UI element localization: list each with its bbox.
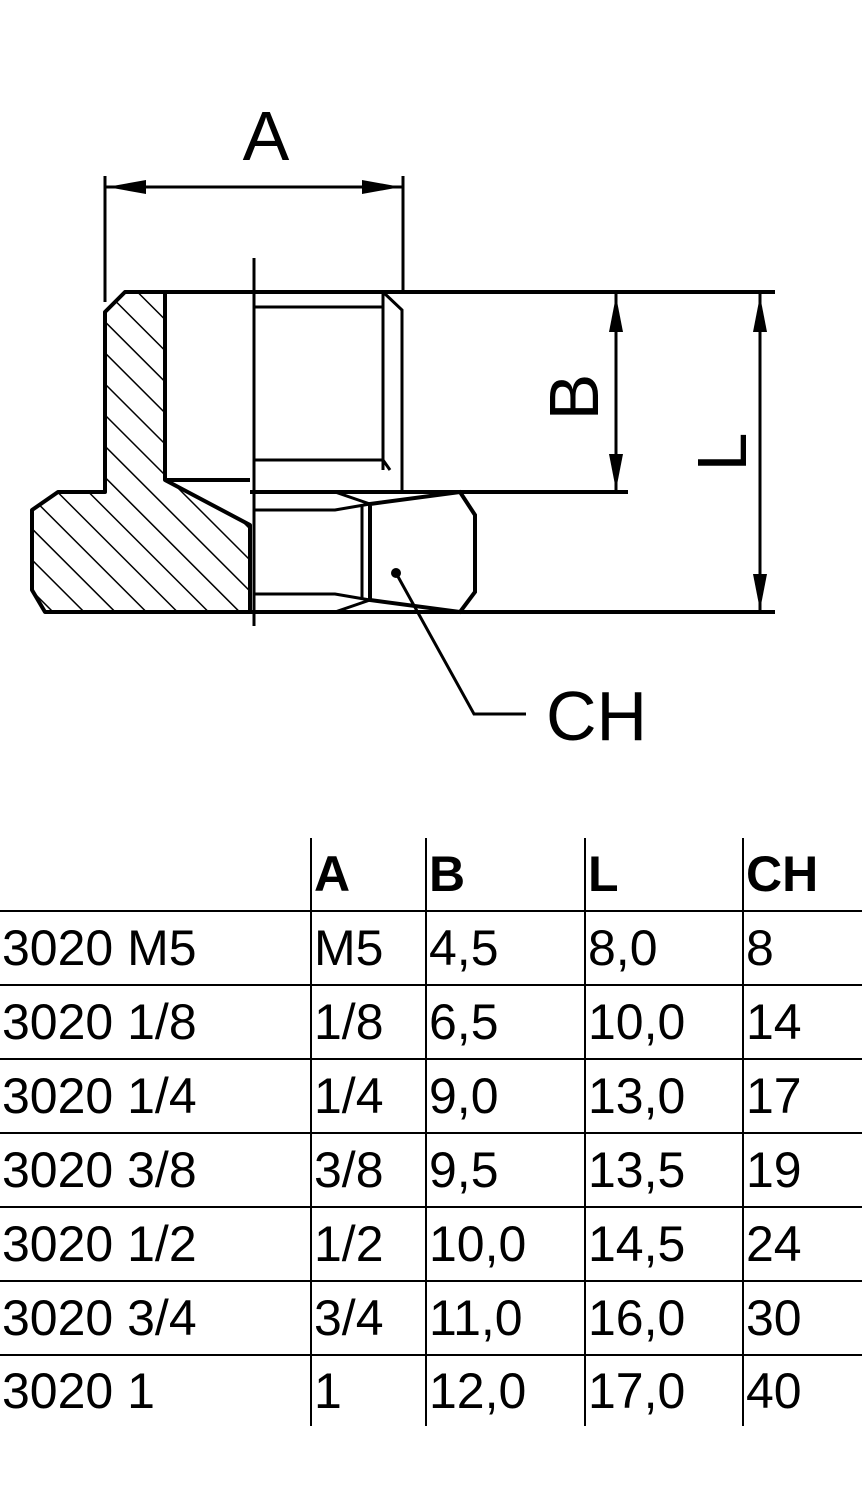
header-code: [0, 838, 311, 911]
cell-l: 13,5: [584, 1132, 743, 1207]
label-b: B: [535, 374, 613, 421]
cell-code: 3020 1/4: [0, 1058, 311, 1133]
cell-a: 3/4: [310, 1280, 426, 1355]
cell-ch: 24: [742, 1206, 862, 1281]
dimensions-table: A B L CH 3020 M5 M5 4,5 8,0 8 3020 1/8 1…: [0, 838, 862, 1426]
cell-b: 6,5: [425, 984, 585, 1059]
cell-a: M5: [310, 910, 426, 985]
header-b: B: [425, 838, 585, 911]
table-row: 3020 3/8 3/8 9,5 13,5 19: [0, 1132, 862, 1207]
cell-code: 3020 M5: [0, 910, 311, 985]
cell-ch: 30: [742, 1280, 862, 1355]
cell-ch: 40: [742, 1354, 862, 1426]
section-hatch: [30, 290, 252, 614]
table-row: 3020 1/8 1/8 6,5 10,0 14: [0, 984, 862, 1059]
label-l: L: [683, 433, 761, 472]
table-row: 3020 M5 M5 4,5 8,0 8: [0, 910, 862, 985]
cell-a: 1: [310, 1354, 426, 1426]
header-l: L: [584, 838, 743, 911]
table-row: 3020 3/4 3/4 11,0 16,0 30: [0, 1280, 862, 1355]
table-row: 3020 1/2 1/2 10,0 14,5 24: [0, 1206, 862, 1281]
cell-l: 13,0: [584, 1058, 743, 1133]
table-row: 3020 1 1 12,0 17,0 40: [0, 1354, 862, 1426]
cell-b: 10,0: [425, 1206, 585, 1281]
cell-l: 8,0: [584, 910, 743, 985]
cell-a: 3/8: [310, 1132, 426, 1207]
cell-b: 12,0: [425, 1354, 585, 1426]
header-a: A: [310, 838, 426, 911]
cell-b: 11,0: [425, 1280, 585, 1355]
cell-code: 3020 3/8: [0, 1132, 311, 1207]
dimension-b: B: [535, 294, 623, 490]
cell-a: 1/2: [310, 1206, 426, 1281]
cell-b: 9,5: [425, 1132, 585, 1207]
cell-b: 4,5: [425, 910, 585, 985]
header-ch: CH: [742, 838, 862, 911]
cell-l: 17,0: [584, 1354, 743, 1426]
label-a: A: [243, 97, 290, 175]
cell-b: 9,0: [425, 1058, 585, 1133]
cell-code: 3020 3/4: [0, 1280, 311, 1355]
cell-l: 14,5: [584, 1206, 743, 1281]
cell-code: 3020 1/8: [0, 984, 311, 1059]
label-ch: CH: [546, 677, 647, 755]
table-header-row: A B L CH: [0, 838, 862, 911]
fitting-technical-drawing: A B L CH: [30, 97, 775, 755]
cell-ch: 8: [742, 910, 862, 985]
cell-l: 16,0: [584, 1280, 743, 1355]
cell-ch: 14: [742, 984, 862, 1059]
cell-ch: 17: [742, 1058, 862, 1133]
cell-a: 1/8: [310, 984, 426, 1059]
cell-l: 10,0: [584, 984, 743, 1059]
cell-code: 3020 1/2: [0, 1206, 311, 1281]
leader-ch: CH: [391, 568, 647, 755]
fitting-outline: [125, 258, 775, 626]
dimension-a: A: [103, 97, 405, 302]
dimension-l: L: [683, 294, 767, 610]
cell-ch: 19: [742, 1132, 862, 1207]
table-row: 3020 1/4 1/4 9,0 13,0 17: [0, 1058, 862, 1133]
cell-code: 3020 1: [0, 1354, 311, 1426]
cell-a: 1/4: [310, 1058, 426, 1133]
